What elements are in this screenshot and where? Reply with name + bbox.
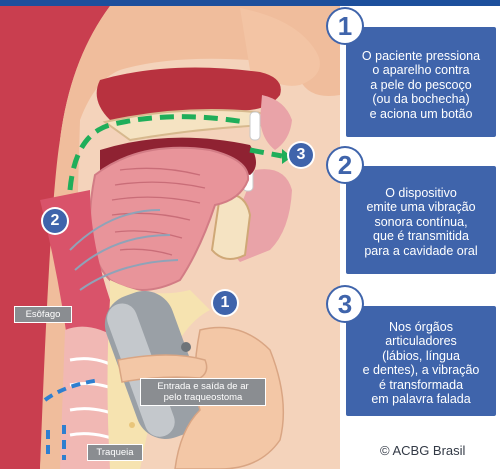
step-2-line: que é transmitida [364, 229, 477, 244]
step-2-line: O dispositivo [364, 186, 477, 201]
step-2-line: emite uma vibração [364, 200, 477, 215]
step-3-line: articuladores [363, 334, 480, 349]
upper-tooth [250, 112, 260, 140]
step-1-line: e aciona um botão [362, 107, 480, 122]
step-3-line: (lábios, língua [363, 349, 480, 364]
diagram-marker-1: 1 [213, 291, 237, 315]
step-1-text: O paciente pressiona o aparelho contra a… [362, 49, 480, 122]
step-2-line: sonora contínua, [364, 215, 477, 230]
step-2-text: O dispositivo emite uma vibração sonora … [364, 186, 477, 259]
label-tracheostoma-line-2: pelo traqueostoma [164, 392, 243, 403]
step-2-line: para a cavidade oral [364, 244, 477, 259]
step-2-number-badge: 2 [328, 148, 362, 182]
label-tracheostoma: Entrada e saída de ar pelo traqueostoma [140, 378, 266, 406]
step-3-line: é transformada [363, 378, 480, 393]
step-1-line: o aparelho contra [362, 63, 480, 78]
step-3-box: Nos órgãos articuladores (lábios, língua… [346, 306, 496, 416]
diagram-marker-3: 3 [289, 143, 313, 167]
step-1-line: a pele do pescoço [362, 78, 480, 93]
label-tracheostoma-line-1: Entrada e saída de ar [157, 381, 248, 392]
step-2-box: O dispositivo emite uma vibração sonora … [346, 166, 496, 274]
label-esophagus: Esôfago [14, 306, 72, 323]
step-3-line: em palavra falada [363, 392, 480, 407]
label-trachea: Traqueia [87, 444, 143, 461]
credit-text: © ACBG Brasil [380, 443, 465, 458]
diagram-marker-2: 2 [43, 209, 67, 233]
step-1-line: O paciente pressiona [362, 49, 480, 64]
step-1-line: (ou da bochecha) [362, 92, 480, 107]
step-3-line: e dentes), a vibração [363, 363, 480, 378]
step-1-number-badge: 1 [328, 9, 362, 43]
step-3-number-badge: 3 [328, 287, 362, 321]
step-1-box: O paciente pressiona o aparelho contra a… [346, 27, 496, 137]
step-3-text: Nos órgãos articuladores (lábios, língua… [363, 320, 480, 407]
step-3-line: Nos órgãos [363, 320, 480, 335]
